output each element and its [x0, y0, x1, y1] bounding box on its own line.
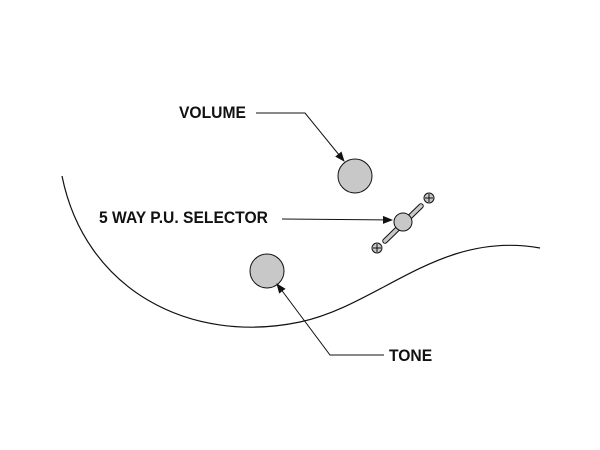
volume-knob — [337, 158, 373, 194]
tone-label: TONE — [389, 346, 433, 365]
selector-label: 5 WAY P.U. SELECTOR — [99, 208, 268, 227]
tone-knob — [249, 253, 285, 289]
pickup-selector-switch — [382, 203, 424, 244]
screw-icon — [371, 242, 383, 254]
selector-leader-arrow — [281, 215, 393, 224]
volume-label: VOLUME — [179, 103, 246, 122]
screw-icon — [423, 192, 435, 204]
volume-leader-arrow — [256, 112, 345, 162]
tone-leader-arrow — [276, 283, 384, 356]
guitar-body-outline — [61, 175, 541, 328]
